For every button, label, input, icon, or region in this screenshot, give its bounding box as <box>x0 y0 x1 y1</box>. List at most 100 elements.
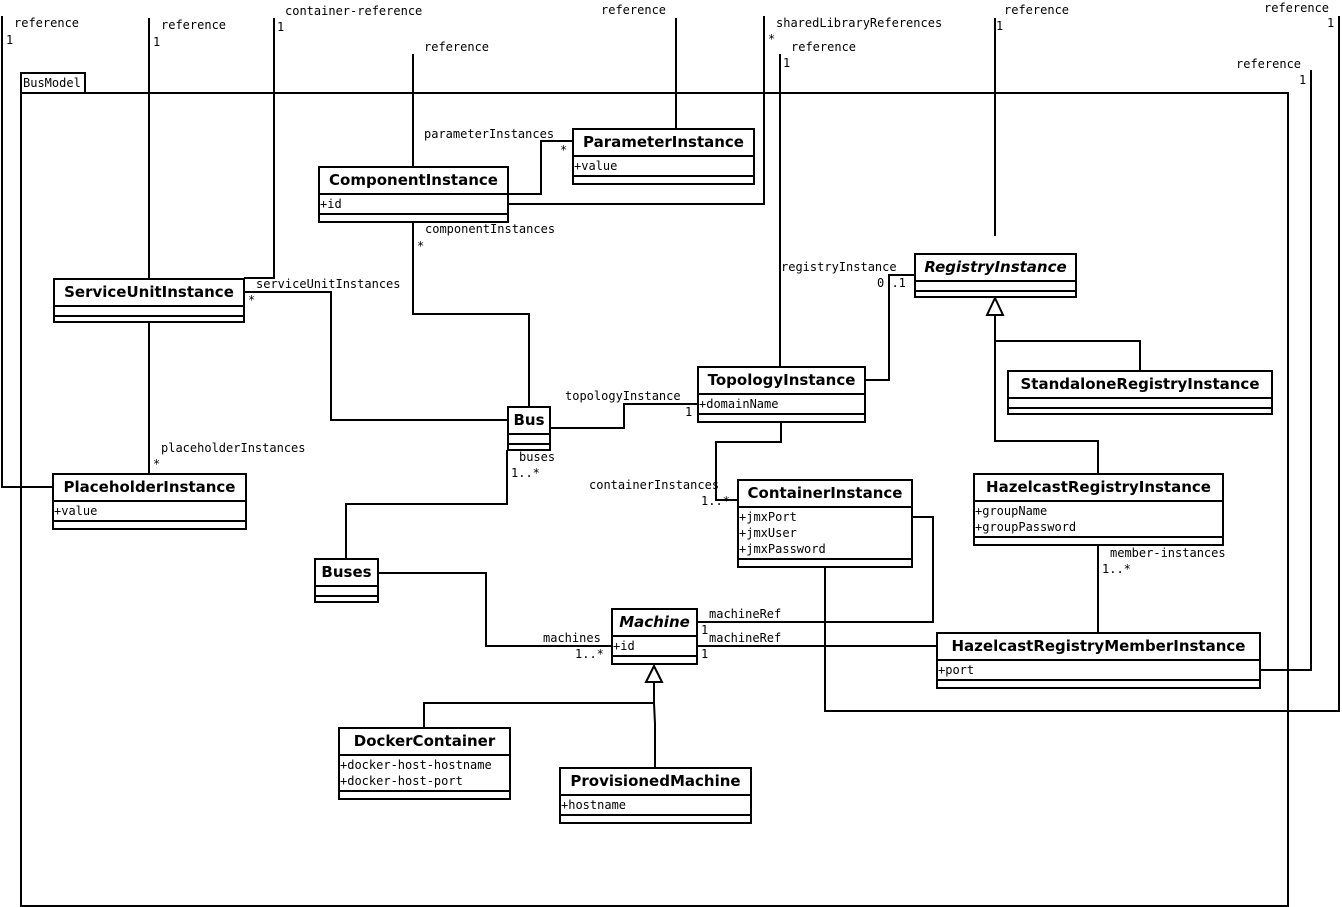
multiplicity-label: * <box>153 457 161 471</box>
assoc-container-reference <box>824 16 1340 712</box>
class-name: Bus <box>509 408 549 435</box>
role-label: placeholderInstances <box>161 441 306 455</box>
multiplicity-label: 1 <box>701 647 709 661</box>
attribute: +id <box>320 197 342 211</box>
multiplicity-label: 1 <box>153 35 161 49</box>
role-label: reference <box>791 40 857 54</box>
role-label: topologyInstance <box>565 389 681 403</box>
assoc-buses <box>345 450 508 558</box>
assoc-shared-library <box>508 16 765 205</box>
class-docker-container[interactable]: DockerContainer +docker-host-hostname +d… <box>338 727 511 800</box>
class-name: HazelcastRegistryMemberInstance <box>938 634 1259 661</box>
role-label: sharedLibraryReferences <box>776 16 943 30</box>
class-parameter-instance[interactable]: ParameterInstance +value <box>572 128 755 185</box>
generalization-hazelcast <box>994 315 1099 473</box>
multiplicity-label: 1 <box>783 56 791 70</box>
class-name: TopologyInstance <box>699 368 864 395</box>
role-label: componentInstances <box>425 222 556 236</box>
attribute: +groupName <box>975 504 1048 518</box>
role-label: member-instances <box>1110 546 1226 560</box>
role-label: reference <box>1236 57 1302 71</box>
class-machine[interactable]: Machine +id <box>611 608 698 665</box>
role-label: buses <box>519 450 556 464</box>
multiplicity-label: 1 <box>701 623 709 637</box>
generalization-docker <box>423 682 655 727</box>
class-topology-instance[interactable]: TopologyInstance +domainName <box>697 366 866 423</box>
assoc-serviceunit-container-reference <box>244 18 275 279</box>
attribute: +jmxPassword <box>739 542 826 556</box>
class-name: PlaceholderInstance <box>54 475 245 502</box>
class-container-instance[interactable]: ContainerInstance +jmxPort +jmxUser +jmx… <box>737 479 913 568</box>
multiplicity-label: 0 .1 <box>877 276 906 290</box>
attribute: +jmxPort <box>739 510 797 524</box>
class-name: StandaloneRegistryInstance <box>1009 372 1271 399</box>
attribute: +port <box>938 663 975 677</box>
class-buses[interactable]: Buses <box>314 558 379 603</box>
role-label: machineRef <box>709 607 782 621</box>
multiplicity-label: 1..* <box>511 466 540 480</box>
assoc-parameter-instances <box>508 140 572 195</box>
class-component-instance[interactable]: ComponentInstance +id <box>318 166 509 223</box>
class-service-unit-instance[interactable]: ServiceUnitInstance <box>53 278 245 323</box>
role-label: machines <box>543 631 601 645</box>
multiplicity-label: 1..* <box>701 494 730 508</box>
class-registry-instance[interactable]: RegistryInstance <box>914 253 1077 298</box>
class-placeholder-instance[interactable]: PlaceholderInstance +value <box>52 473 247 530</box>
assoc-registry-instance <box>865 274 914 381</box>
multiplicity-label: * <box>560 143 568 157</box>
role-label: reference <box>424 40 490 54</box>
assoc-member-reference <box>1260 70 1312 671</box>
attribute: +groupPassword <box>975 520 1077 534</box>
class-name: RegistryInstance <box>916 255 1075 282</box>
multiplicity-label: * <box>417 239 425 253</box>
class-hazelcast-registry-member-instance[interactable]: HazelcastRegistryMemberInstance +port <box>936 632 1261 689</box>
class-name: HazelcastRegistryInstance <box>975 475 1222 502</box>
role-label: serviceUnitInstances <box>256 277 401 291</box>
class-name: Machine <box>613 610 696 637</box>
multiplicity-label: 1 <box>1299 73 1307 87</box>
assoc-container-machineref <box>697 516 934 623</box>
attribute: +domainName <box>699 397 779 411</box>
class-name: ComponentInstance <box>320 168 507 195</box>
multiplicity-label: * <box>768 32 776 46</box>
role-label: parameterInstances <box>424 127 555 141</box>
package-name: BusModel <box>23 76 81 90</box>
role-label: reference <box>1004 3 1070 17</box>
multiplicity-label: 1 <box>685 405 693 419</box>
multiplicity-label: 1 <box>277 20 285 34</box>
assoc-topology-instance <box>550 403 697 429</box>
class-bus[interactable]: Bus <box>507 406 551 451</box>
role-label: reference <box>601 3 667 17</box>
class-standalone-registry-instance[interactable]: StandaloneRegistryInstance <box>1007 370 1273 415</box>
assoc-placeholder-reference <box>1 16 52 488</box>
assoc-component-instances <box>412 222 530 406</box>
attribute: +id <box>613 639 635 653</box>
assoc-machines <box>378 572 611 647</box>
generalization-arrow-registry <box>985 295 1005 316</box>
attribute: +value <box>54 504 98 518</box>
multiplicity-label: 1..* <box>575 647 604 661</box>
role-label: container-reference <box>285 4 423 18</box>
attribute: +hostname <box>561 798 627 812</box>
generalization-provisioned <box>653 702 656 767</box>
attribute: +value <box>574 159 618 173</box>
package-tab: BusModel <box>20 72 86 92</box>
class-name: DockerContainer <box>340 729 509 756</box>
multiplicity-label: 1 <box>1327 16 1335 30</box>
class-name: ServiceUnitInstance <box>55 280 243 307</box>
multiplicity-label: * <box>248 293 256 307</box>
generalization-arrow-machine <box>644 663 664 683</box>
package-busmodel <box>20 92 1289 907</box>
class-hazelcast-registry-instance[interactable]: HazelcastRegistryInstance +groupName +gr… <box>973 473 1224 546</box>
assoc-serviceunit-instances <box>244 291 507 421</box>
role-label: machineRef <box>709 631 782 645</box>
attribute: +docker-host-hostname <box>340 758 492 772</box>
class-provisioned-machine[interactable]: ProvisionedMachine +hostname <box>559 767 752 824</box>
attribute: +jmxUser <box>739 526 797 540</box>
assoc-container-instances <box>715 422 782 501</box>
multiplicity-label: 1 <box>6 33 14 47</box>
multiplicity-label: 1..* <box>1102 562 1131 576</box>
role-label: containerInstances <box>589 478 720 492</box>
class-name: ProvisionedMachine <box>561 769 750 796</box>
